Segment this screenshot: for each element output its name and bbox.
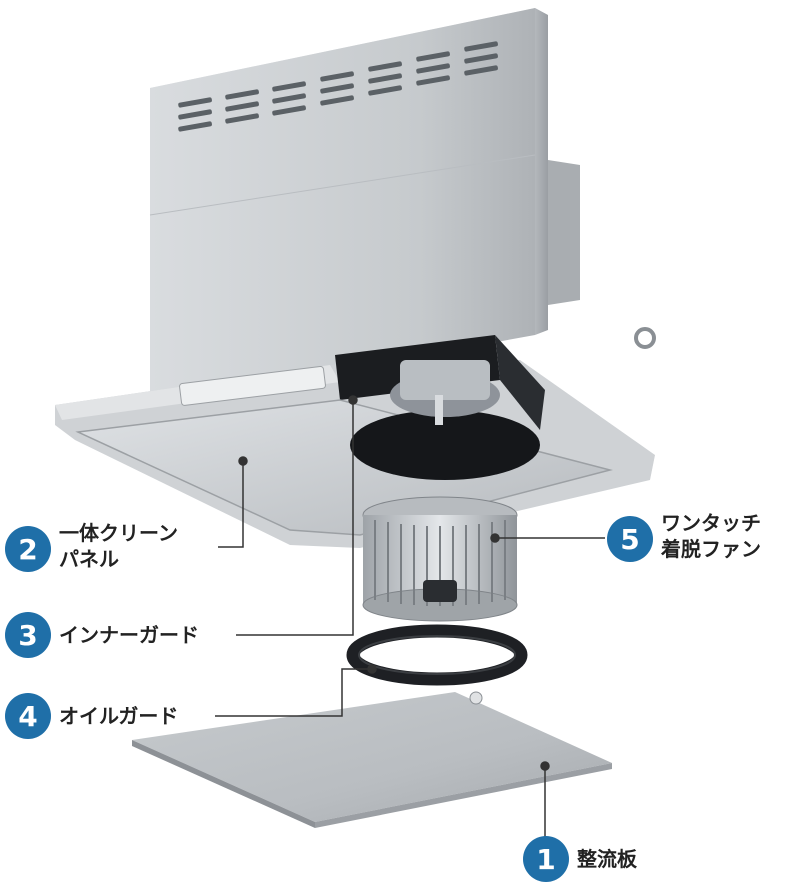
badge-4: 4 <box>5 693 51 739</box>
label-3: インナーガード <box>59 623 199 647</box>
callout-5: 5 ワンタッチ 着脱ファン <box>607 510 761 562</box>
badge-5: 5 <box>607 516 653 562</box>
leader-2 <box>218 461 244 548</box>
callout-1: 1 整流板 <box>523 836 637 882</box>
label-5: ワンタッチ 着脱ファン <box>661 510 761 562</box>
label-1: 整流板 <box>577 847 637 871</box>
callout-3: 3 インナーガード <box>5 612 199 658</box>
label-5-line2: 着脱ファン <box>661 537 761 561</box>
motor <box>400 360 490 400</box>
label-2-line2: パネル <box>59 547 119 571</box>
hood-casing <box>149 8 656 405</box>
badge-2: 2 <box>5 526 51 572</box>
vent-slots <box>178 41 498 132</box>
leader-4 <box>215 668 372 717</box>
badge-1: 1 <box>523 836 569 882</box>
badge-3: 3 <box>5 612 51 658</box>
label-2: 一体クリーン パネル <box>59 520 178 572</box>
oil-guard-ring <box>346 624 528 686</box>
leader-lines <box>215 395 605 848</box>
callout-2: 2 一体クリーン パネル <box>5 520 178 572</box>
sirocco-fan <box>362 496 518 622</box>
callout-4: 4 オイルガード <box>5 693 178 739</box>
leader-3 <box>236 400 354 636</box>
panel-opening <box>350 410 540 480</box>
rectifier-plate <box>132 691 612 828</box>
mounting-bracket <box>634 327 656 349</box>
control-panel <box>179 366 326 406</box>
label-4: オイルガード <box>59 704 179 728</box>
label-5-line1: ワンタッチ <box>661 511 761 535</box>
label-2-line1: 一体クリーン <box>59 521 178 545</box>
